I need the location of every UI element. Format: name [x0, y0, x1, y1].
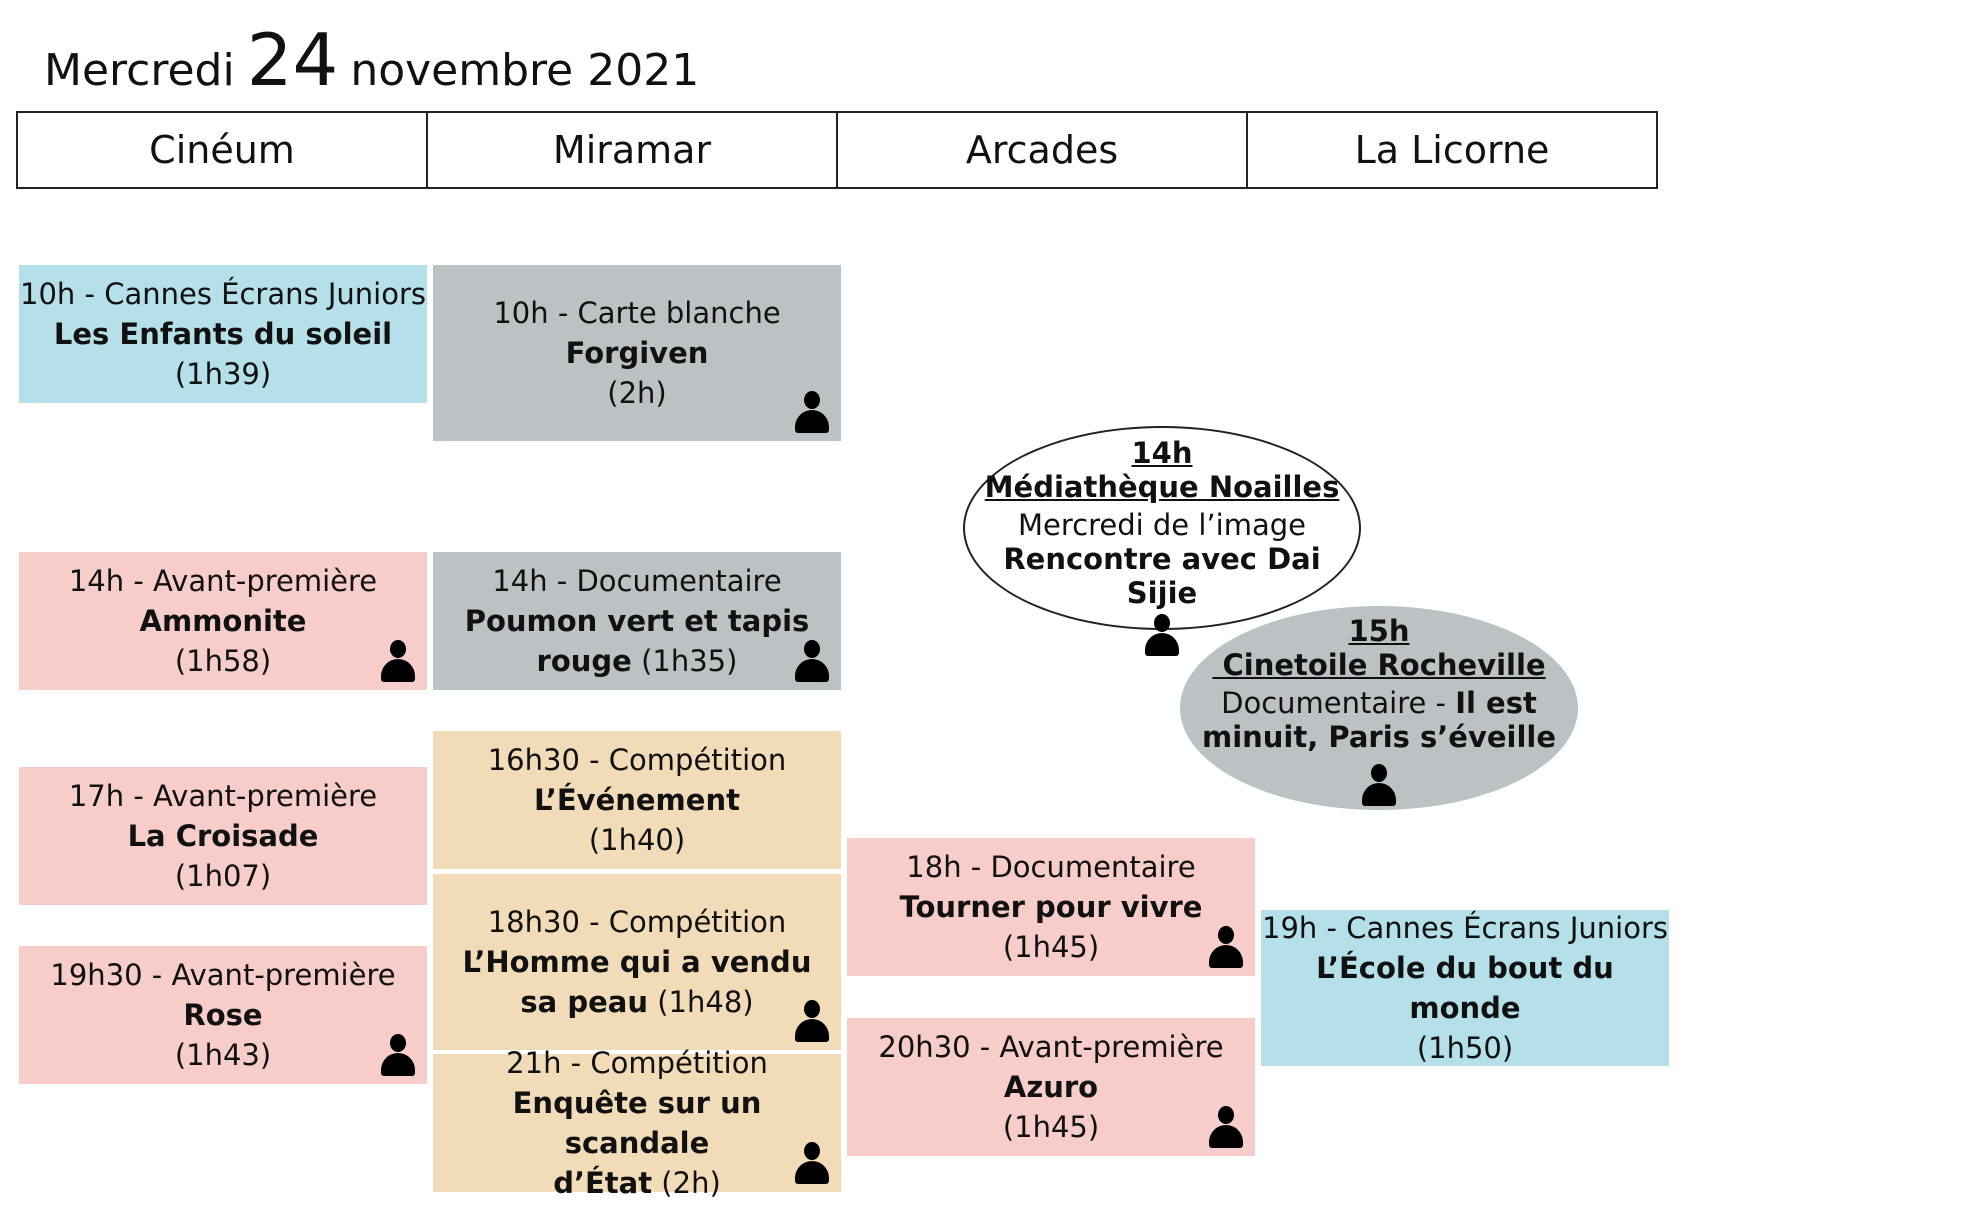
person-icon [1209, 1106, 1243, 1148]
event-film-title: L’École du bout du monde [1316, 951, 1614, 1025]
event-duration: (2h) [652, 1166, 721, 1200]
event-card-arcades-18h[interactable]: 18h - Documentaire Tourner pour vivre (1… [847, 838, 1255, 976]
event-time-category: 16h30 - Compétition [487, 743, 787, 777]
title-day: 24 [246, 18, 339, 102]
event-time-category: 18h30 - Compétition [487, 905, 787, 939]
person-icon [381, 1034, 415, 1076]
oval-kind: Documentaire - [1221, 686, 1456, 720]
event-oval-cinetoile[interactable]: 15h Cinetoile Rocheville Documentaire - … [1180, 606, 1578, 810]
oval-place: Médiathèque Noailles [984, 470, 1340, 504]
event-film-title: Poumon vert et tapis [464, 604, 810, 638]
column-header-arcades: Arcades [838, 113, 1248, 187]
person-icon [381, 640, 415, 682]
event-duration: (1h07) [174, 859, 272, 893]
event-time-category: 19h30 - Avant-première [50, 958, 396, 992]
event-card-cineum-10h[interactable]: 10h - Cannes Écrans Juniors Les Enfants … [19, 265, 427, 403]
event-card-cineum-17h[interactable]: 17h - Avant-première La Croisade (1h07) [19, 767, 427, 905]
event-card-miramar-16h30[interactable]: 16h30 - Compétition L’Événement (1h40) [433, 731, 841, 869]
title-month-year: novembre 2021 [350, 45, 700, 96]
event-duration: (1h43) [174, 1038, 272, 1072]
venue-header-row: Cinéum Miramar Arcades La Licorne [16, 111, 1658, 189]
event-card-arcades-20h30[interactable]: 20h30 - Avant-première Azuro (1h45) [847, 1018, 1255, 1156]
event-duration: (1h45) [1002, 1110, 1100, 1144]
event-film-title: Tourner pour vivre [899, 890, 1203, 924]
person-icon [1145, 614, 1179, 656]
event-time-category: 10h - Carte blanche [493, 296, 781, 330]
event-duration: (1h50) [1416, 1031, 1514, 1065]
event-film-title: L’Événement [534, 783, 740, 817]
event-time-category: 14h - Documentaire [492, 564, 782, 598]
event-card-miramar-18h30[interactable]: 18h30 - Compétition L’Homme qui a vendu … [433, 874, 841, 1050]
event-film-title: La Croisade [127, 819, 319, 853]
event-card-licorne-19h[interactable]: 19h - Cannes Écrans Juniors L’École du b… [1261, 910, 1669, 1066]
event-card-miramar-14h[interactable]: 14h - Documentaire Poumon vert et tapis … [433, 552, 841, 690]
event-time-category: 14h - Avant-première [68, 564, 378, 598]
event-time-category: 17h - Avant-première [68, 779, 378, 813]
event-film-title: L’Homme qui a vendu [462, 945, 812, 979]
title-weekday: Mercredi [44, 45, 235, 96]
event-duration: (1h48) [648, 985, 754, 1019]
oval-film-title: Il est [1455, 686, 1537, 720]
event-film-title: Les Enfants du soleil [53, 317, 393, 351]
column-header-la-licorne: La Licorne [1354, 128, 1550, 172]
event-time-category: 19h - Cannes Écrans Juniors [1262, 911, 1668, 945]
oval-time: 14h [1131, 436, 1193, 470]
person-icon [1209, 926, 1243, 968]
person-icon [795, 1142, 829, 1184]
oval-event: Rencontre avec Dai Sijie [1003, 542, 1321, 610]
oval-subtitle: Mercredi de l’image [1018, 508, 1306, 542]
event-duration: (1h40) [588, 823, 686, 857]
column-header-miramar: Miramar [428, 113, 838, 187]
event-card-cineum-19h30[interactable]: 19h30 - Avant-première Rose (1h43) [19, 946, 427, 1084]
person-icon [795, 1000, 829, 1042]
oval-time: 15h [1348, 614, 1410, 648]
event-time-category: 20h30 - Avant-première [878, 1030, 1224, 1064]
column-header-cineum: Cinéum [18, 113, 428, 187]
event-duration: (1h58) [174, 644, 272, 678]
event-film-title: Rose [183, 998, 263, 1032]
event-time-category: 10h - Cannes Écrans Juniors [20, 277, 426, 311]
event-film-title-cont: d’État [553, 1166, 653, 1200]
event-film-title-cont: sa peau [520, 985, 648, 1019]
event-film-title: Forgiven [565, 336, 709, 370]
event-time-category: 21h - Compétition [506, 1046, 768, 1080]
event-film-title-cont: rouge [536, 644, 632, 678]
event-film-title: Enquête sur un scandale [512, 1086, 762, 1160]
event-film-title: Ammonite [139, 604, 307, 638]
event-time-category: 18h - Documentaire [906, 850, 1196, 884]
event-card-cineum-14h[interactable]: 14h - Avant-première Ammonite (1h58) [19, 552, 427, 690]
event-film-title: Azuro [1003, 1070, 1099, 1104]
person-icon [795, 391, 829, 433]
event-card-miramar-10h[interactable]: 10h - Carte blanche Forgiven (2h) [433, 265, 841, 441]
oval-film-title-cont: minuit, Paris s’éveille [1201, 720, 1557, 754]
event-duration: (1h39) [174, 357, 272, 391]
event-duration: (1h45) [1002, 930, 1100, 964]
oval-place: Cinetoile Rocheville [1212, 648, 1546, 682]
person-icon [795, 640, 829, 682]
person-icon [1362, 764, 1396, 806]
event-oval-mediatheque[interactable]: 14h Médiathèque Noailles Mercredi de l’i… [963, 426, 1361, 656]
event-duration: (2h) [607, 376, 667, 410]
event-card-miramar-21h[interactable]: 21h - Compétition Enquête sur un scandal… [433, 1046, 841, 1200]
event-duration: (1h35) [631, 644, 738, 678]
